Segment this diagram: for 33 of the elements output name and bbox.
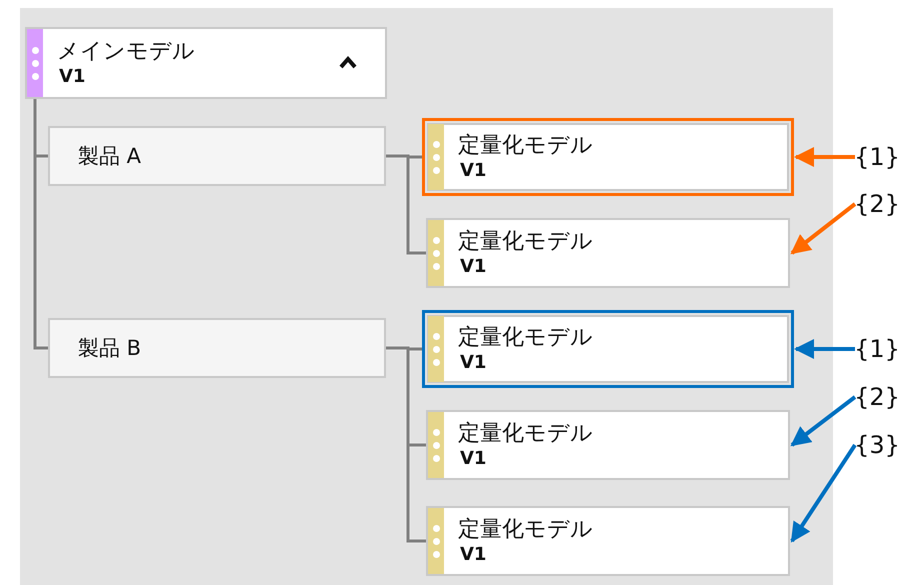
callout-number: {1}	[857, 332, 897, 366]
callout-number: {1}	[857, 140, 897, 174]
version-label: V1	[459, 160, 486, 182]
version-label: V1	[58, 66, 86, 88]
callout-arrow	[794, 339, 855, 359]
model-name: 定量化モデル	[458, 132, 593, 158]
model-card	[25, 27, 387, 99]
product-name: 製品 A	[78, 143, 142, 170]
model-card	[422, 118, 794, 196]
model-card	[422, 310, 794, 388]
callout-arrow	[790, 202, 856, 255]
model-name: メインモデル	[57, 38, 195, 64]
model-card	[426, 410, 790, 480]
callout-arrow	[790, 395, 856, 447]
callout-number: {2}	[857, 380, 897, 414]
model-card	[426, 506, 790, 576]
model-name: 定量化モデル	[458, 228, 593, 254]
callout-arrow	[794, 147, 855, 167]
model-name: 定量化モデル	[458, 516, 593, 542]
version-label: V1	[459, 256, 486, 278]
callout-number: {3}	[857, 428, 897, 462]
version-label: V1	[459, 544, 486, 566]
callout-number: {2}	[857, 187, 897, 221]
model-name: 定量化モデル	[458, 420, 593, 446]
product-name: 製品 B	[78, 335, 142, 362]
version-label: V1	[459, 352, 486, 374]
product-row	[48, 126, 386, 186]
connector-line	[34, 99, 48, 350]
callout-arrow	[790, 444, 857, 543]
model-card	[426, 218, 790, 288]
model-name: 定量化モデル	[458, 324, 593, 350]
version-label: V1	[459, 448, 486, 470]
product-row	[48, 318, 386, 378]
